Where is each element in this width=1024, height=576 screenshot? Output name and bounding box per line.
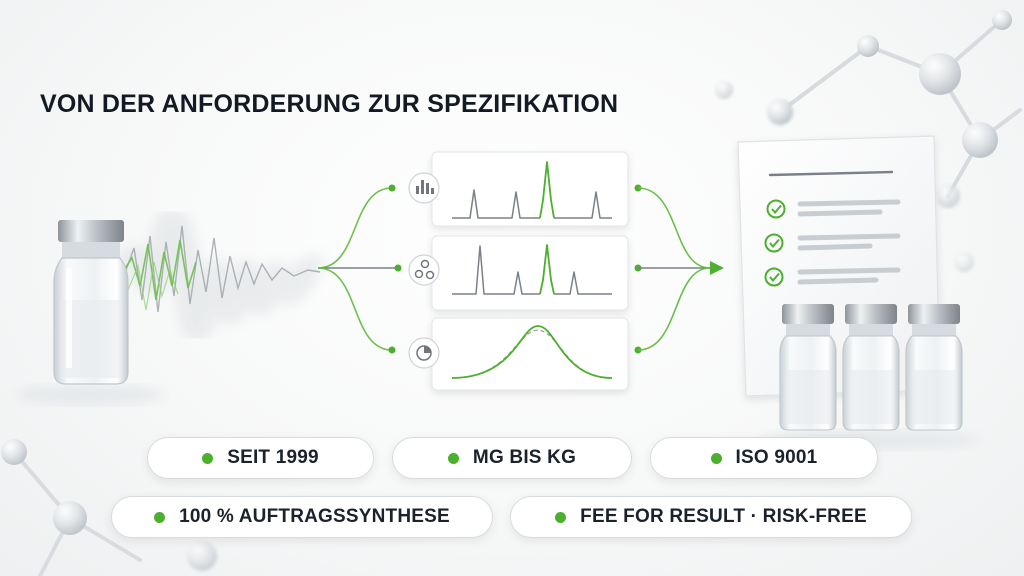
bullet-dot-icon	[710, 452, 722, 464]
vial-right-1	[779, 304, 837, 431]
analysis-panel-1	[431, 151, 629, 227]
molecule-network-top-right	[715, 10, 1022, 272]
bar-chart-icon	[408, 172, 440, 204]
check-icon	[764, 233, 784, 253]
feature-label: MG BIS KG	[472, 447, 577, 468]
connector-lines-right	[637, 187, 712, 351]
feature-label: 100 % AUFTRAGSSYNTHESE	[179, 506, 450, 527]
feature-pill-iso-9001: ISO 9001	[650, 437, 878, 479]
bullet-dot-icon	[555, 511, 567, 523]
feature-pill-contract-synthesis: 100 % AUFTRAGSSYNTHESE	[111, 496, 493, 538]
feature-label: SEIT 1999	[227, 447, 319, 468]
vial-right-2	[842, 304, 900, 431]
vial-left	[53, 220, 129, 385]
feature-label: ISO 9001	[735, 447, 818, 468]
distribution-curve	[451, 325, 613, 379]
molecule-network-bottom-left	[1, 439, 217, 576]
feature-pill-mg-to-kg: MG BIS KG	[392, 437, 632, 479]
analysis-panel-2	[431, 235, 629, 311]
vial-right-3	[905, 304, 963, 431]
molecule-cluster-icon	[408, 254, 440, 286]
pie-chart-icon	[408, 337, 440, 369]
spectrum-wave	[112, 208, 326, 342]
bullet-dot-icon	[447, 452, 459, 464]
document-lines	[768, 170, 901, 285]
feature-pill-since-1999: SEIT 1999	[147, 437, 374, 479]
connector-lines-left	[317, 187, 398, 351]
check-icon	[766, 199, 786, 219]
page-headline: VON DER ANFORDERUNG ZUR SPEZIFIKATION	[40, 90, 619, 118]
arrow-right-icon	[710, 261, 724, 275]
check-icon	[764, 267, 784, 287]
chromatogram-1	[452, 161, 612, 219]
feature-pill-fee-for-result: FEE FOR RESULT · RISK-FREE	[510, 496, 912, 538]
feature-label: FEE FOR RESULT · RISK-FREE	[580, 506, 867, 527]
chromatogram-2	[452, 244, 612, 295]
bullet-dot-icon	[202, 452, 214, 464]
bullet-dot-icon	[154, 511, 166, 523]
